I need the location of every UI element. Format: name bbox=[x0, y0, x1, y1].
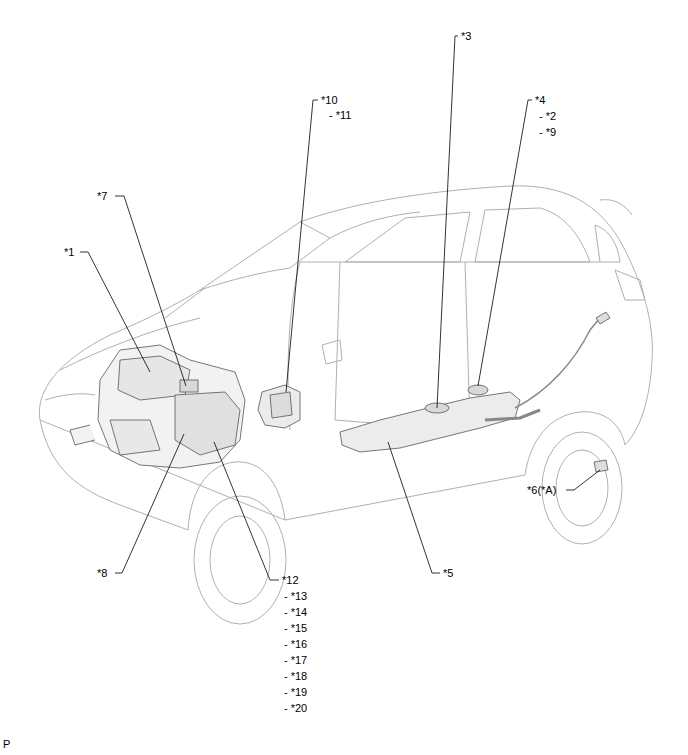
callout-number: *8 bbox=[97, 567, 107, 580]
callout-number: *12 bbox=[282, 574, 299, 587]
callout-number: - *20 bbox=[284, 702, 307, 715]
fuel-tank bbox=[340, 385, 540, 452]
callout-number: - *19 bbox=[284, 686, 307, 699]
callout-number: *7 bbox=[97, 190, 107, 203]
fuel-filler-pipe bbox=[515, 318, 600, 408]
leader-lines bbox=[80, 36, 600, 580]
callout-number: *4 bbox=[535, 94, 545, 107]
callout-number: - *14 bbox=[284, 606, 307, 619]
callout-number: *10 bbox=[321, 94, 338, 107]
callout-number: - *2 bbox=[539, 110, 556, 123]
callout-number: *6(*A) bbox=[527, 484, 556, 497]
callout-number: - *11 bbox=[329, 109, 351, 122]
callout-number: *3 bbox=[461, 30, 471, 43]
callout-number: - *13 bbox=[284, 590, 307, 603]
figure-code: P bbox=[3, 738, 10, 751]
fuel-lid-part bbox=[594, 460, 608, 472]
car-outline bbox=[39, 186, 652, 624]
filler-cap bbox=[596, 312, 610, 324]
callout-number: *1 bbox=[64, 246, 74, 259]
callout-number: - *18 bbox=[284, 670, 307, 683]
callout-number: - *16 bbox=[284, 638, 307, 651]
callout-number: - *9 bbox=[539, 126, 556, 139]
callout-number: - *15 bbox=[284, 622, 307, 635]
canister bbox=[258, 385, 300, 428]
callout-number: *5 bbox=[443, 567, 453, 580]
callout-number: - *17 bbox=[284, 654, 307, 667]
engine-assembly bbox=[70, 345, 245, 468]
